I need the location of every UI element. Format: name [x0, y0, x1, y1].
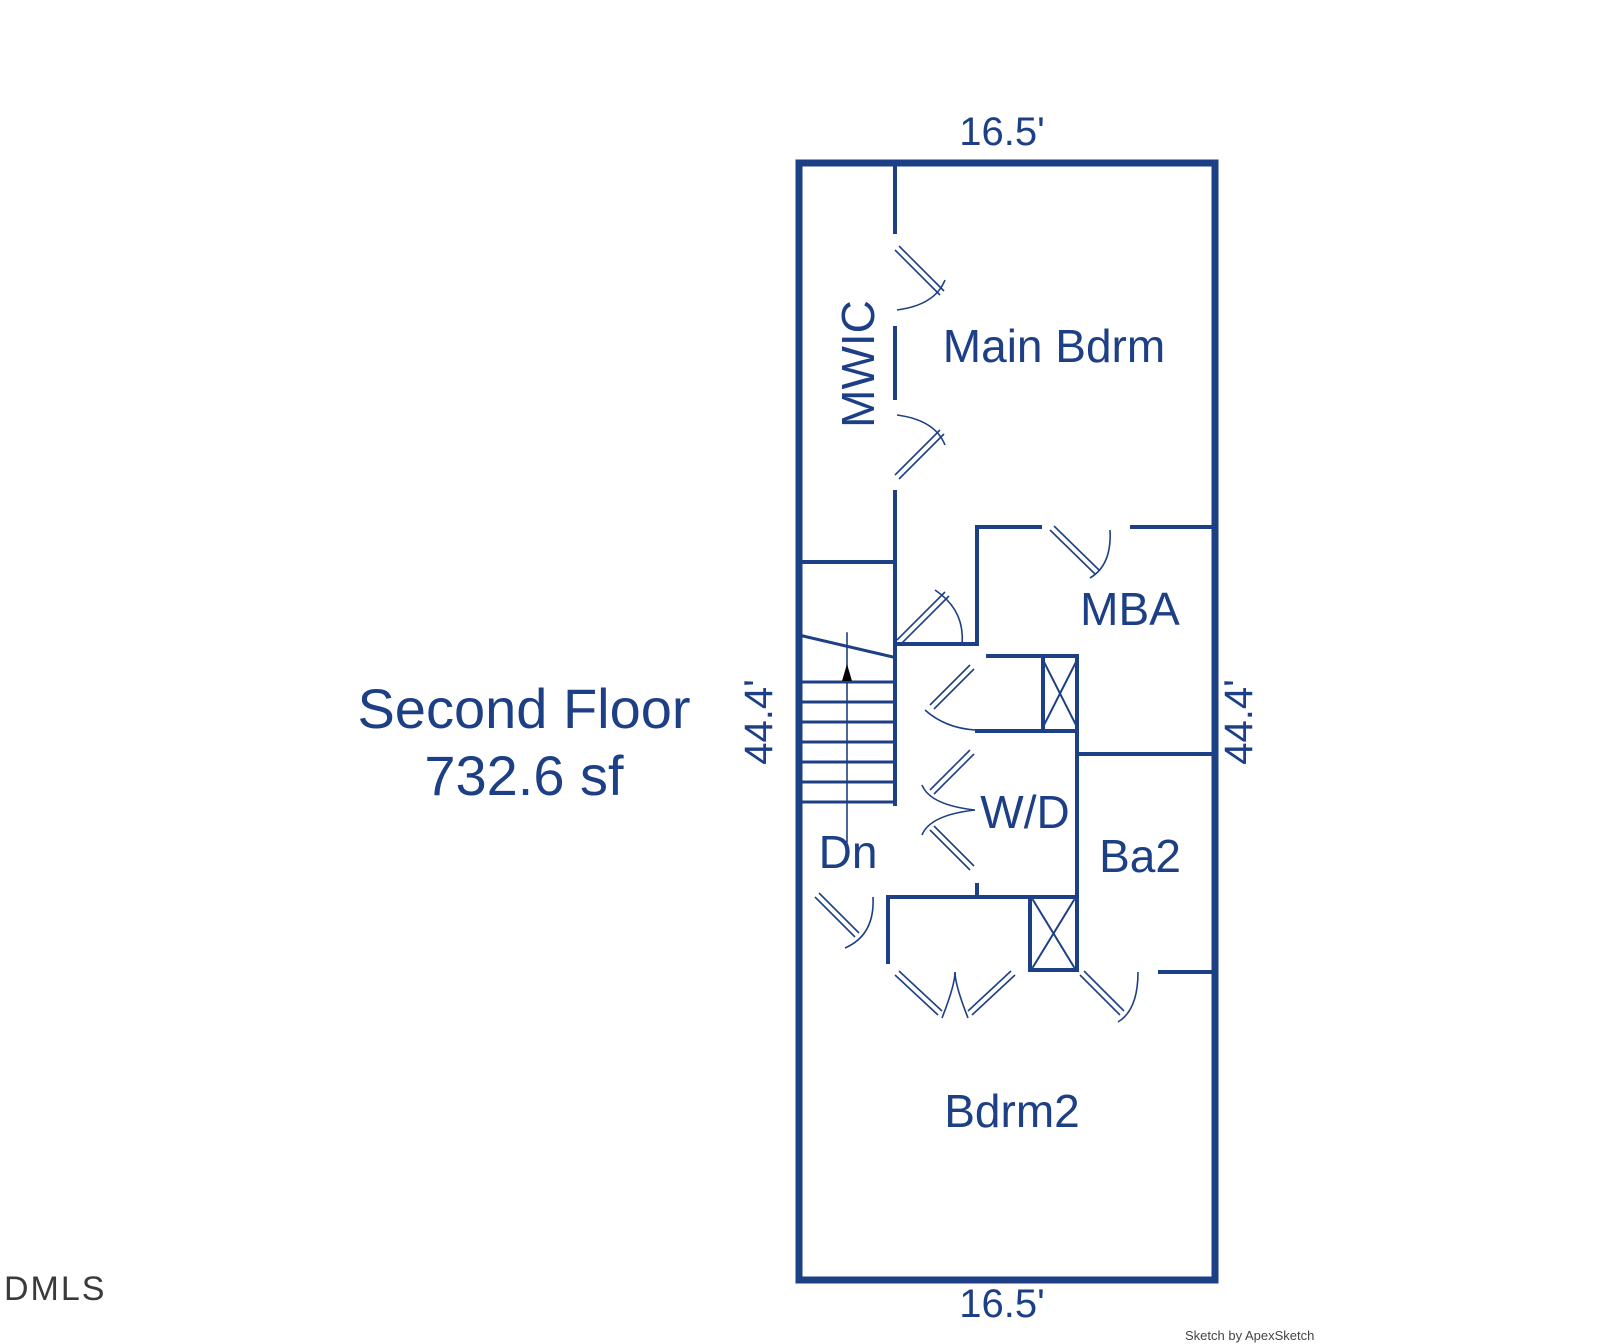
dimension-top: 16.5' [959, 110, 1045, 154]
interior-walls [801, 164, 1214, 974]
room-label-bdrm2: Bdrm2 [944, 1085, 1079, 1137]
outer-wall [795, 159, 1219, 1284]
room-label-mwic: MWIC [832, 300, 884, 428]
room-label-dn: Dn [819, 826, 878, 878]
floor-area: 732.6 sf [424, 744, 624, 807]
watermark: DMLS [4, 1270, 106, 1308]
room-label-wd: W/D [980, 786, 1069, 838]
doors [814, 245, 1139, 1023]
dimension-bottom: 16.5' [959, 1282, 1045, 1326]
staircase [801, 632, 897, 843]
room-label-mba: MBA [1080, 583, 1180, 635]
sketch-credit: Sketch by ApexSketch [1185, 1328, 1314, 1343]
dimension-right: 44.4' [1217, 679, 1261, 765]
room-label-ba2: Ba2 [1099, 830, 1181, 882]
floor-name: Second Floor [357, 677, 690, 740]
stair-direction-arrow [842, 664, 852, 681]
room-label-main-bdrm: Main Bdrm [943, 320, 1165, 372]
dimension-left: 44.4' [737, 679, 781, 765]
